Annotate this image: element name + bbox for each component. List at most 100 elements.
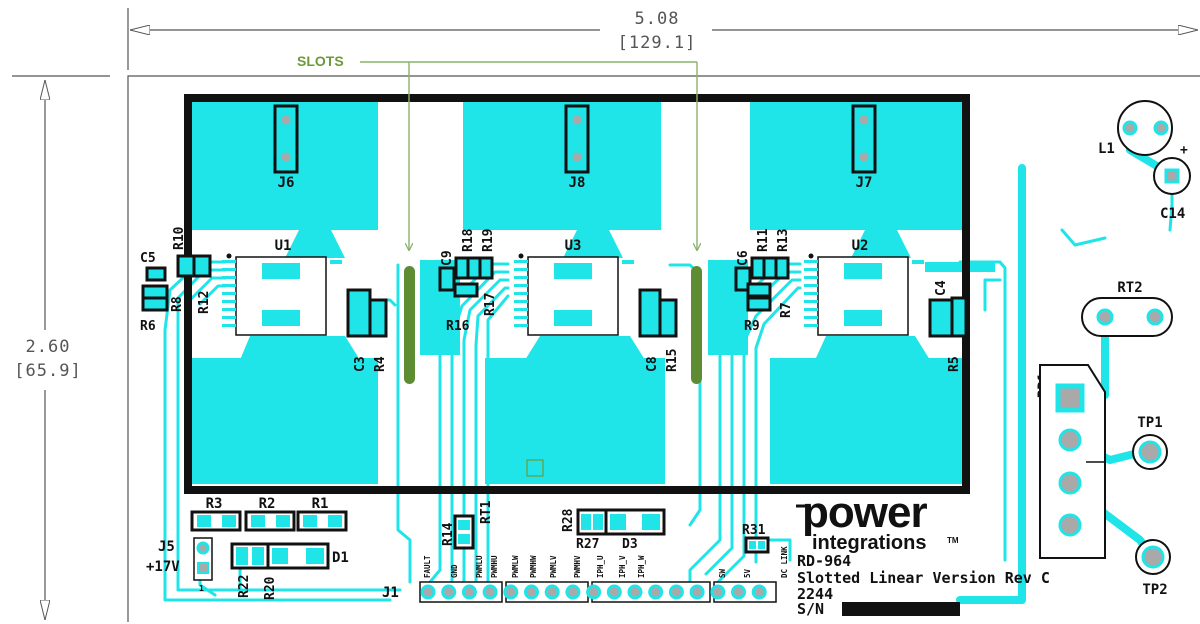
- branding-block: power integrations TM RD-964 Slotted Lin…: [796, 488, 1050, 618]
- svg-text:R13: R13: [776, 229, 791, 252]
- j1-pin-hole: [565, 584, 581, 600]
- slots-label: SLOTS: [297, 53, 344, 69]
- j1-pin-label: IPH_U: [596, 555, 605, 578]
- j1-pin-label: PWMHV: [573, 555, 582, 578]
- jumper-j7: J7: [851, 104, 877, 191]
- svg-text:U3: U3: [565, 238, 582, 254]
- svg-text:+17V: +17V: [146, 559, 180, 575]
- ic-u2: U2: [804, 238, 924, 336]
- svg-text:R27: R27: [576, 537, 599, 552]
- inductor-l1: L1: [1098, 100, 1173, 157]
- height-inches: 2.60: [26, 337, 71, 357]
- bottom-middle-parts: R14 RT1 R28 R27 D3 R31: [441, 500, 770, 554]
- j1-pin-hole: [420, 584, 436, 600]
- svg-text:R31: R31: [742, 523, 766, 538]
- width-dimension: 5.08 [129.1]: [127, 8, 1198, 70]
- svg-text:D3: D3: [622, 537, 638, 552]
- j1-pin-hole: [751, 584, 767, 600]
- svg-text:R20: R20: [263, 576, 278, 600]
- j1-pin-label: PWMHU: [490, 555, 499, 578]
- j1-pin-hole: [731, 584, 746, 600]
- svg-text:R11: R11: [756, 228, 771, 252]
- svg-text:L1: L1: [1098, 141, 1115, 157]
- u3-passives: C9 R18 R19 R17 R16 C8 R15: [438, 228, 680, 372]
- bridge-rectifier-br1: BR1: [1036, 364, 1106, 559]
- j1-pin-label: PWMHW: [529, 555, 538, 578]
- svg-text:RT2: RT2: [1117, 280, 1142, 296]
- svg-text:R1: R1: [312, 496, 329, 512]
- j1-pin-hole: [503, 584, 519, 600]
- test-point-tp1: TP1: [1132, 415, 1168, 470]
- svg-text:U2: U2: [852, 238, 869, 254]
- j1-pin-label: DC LINK: [780, 546, 789, 578]
- serial-box: [842, 602, 960, 616]
- j1-pin-label: PWMLW: [511, 555, 520, 578]
- svg-text:R7: R7: [779, 302, 794, 318]
- j1-pin-label: SW: [718, 568, 727, 578]
- svg-text:R9: R9: [744, 319, 760, 334]
- logo-word: power: [802, 488, 927, 537]
- j1-pin-hole: [461, 584, 477, 600]
- board-description: Slotted Linear Version Rev C: [797, 569, 1050, 587]
- j1-pin-hole: [586, 584, 602, 600]
- j1-pin-hole: [648, 584, 664, 600]
- svg-text:J1: J1: [382, 585, 399, 601]
- board-outline: [127, 75, 1200, 622]
- j1-pin-hole: [524, 584, 539, 600]
- svg-text:R14: R14: [441, 522, 456, 546]
- j1-pin-hole: [544, 584, 560, 600]
- j1-pin-label: IPH_W: [637, 555, 646, 578]
- svg-text:TP2: TP2: [1142, 582, 1167, 598]
- thermistor-rt2: RT2: [1081, 280, 1173, 337]
- j1-pin-label: GND: [450, 564, 459, 578]
- svg-text:J5: J5: [158, 539, 175, 555]
- j1-pin-hole: [441, 584, 457, 600]
- logo-sub: integrations: [812, 532, 926, 554]
- copper-pours: [188, 100, 995, 484]
- u1-passives: C5 R10 R12 R8 R6 C3 R4: [140, 226, 388, 372]
- j1-pin-hole: [606, 584, 622, 600]
- svg-text:R8: R8: [170, 296, 185, 312]
- height-mm: [65.9]: [14, 361, 81, 381]
- svg-text:J8: J8: [569, 175, 586, 191]
- svg-text:R10: R10: [172, 226, 187, 250]
- j1-pin-hole: [668, 584, 684, 600]
- j1-pin-hole: [482, 584, 498, 600]
- svg-text:R16: R16: [446, 319, 470, 334]
- svg-text:R12: R12: [197, 291, 212, 314]
- j1-pin-hole: [689, 584, 705, 600]
- logo-tm: TM: [947, 536, 959, 545]
- svg-text:C6: C6: [736, 250, 751, 266]
- svg-text:1: 1: [199, 584, 204, 593]
- svg-text:R19: R19: [481, 229, 496, 252]
- capacitor-c14: + C14: [1153, 143, 1191, 222]
- slots: [404, 266, 702, 384]
- center-via: [526, 459, 544, 477]
- svg-text:R4: R4: [373, 356, 388, 372]
- svg-text:C14: C14: [1160, 206, 1185, 222]
- svg-text:C4: C4: [934, 280, 949, 296]
- svg-text:C8: C8: [645, 356, 660, 372]
- svg-text:R28: R28: [561, 508, 576, 532]
- j1-pin-label: 5V: [743, 568, 752, 578]
- slots-annotation: SLOTS: [297, 53, 697, 250]
- svg-text:U1: U1: [275, 238, 292, 254]
- heatsink-outline: [184, 94, 970, 494]
- slot-left: [404, 266, 415, 384]
- svg-text:R18: R18: [461, 228, 476, 252]
- date-code: 2244: [797, 585, 833, 603]
- slot-right: [691, 266, 702, 384]
- svg-text:C9: C9: [440, 250, 455, 266]
- svg-text:R15: R15: [665, 349, 680, 372]
- bottom-left-parts: R3 R2 R1 J5 +17V 1 D1 R22 R20: [146, 496, 349, 600]
- test-point-tp2: TP2: [1135, 539, 1171, 598]
- jumper-j8: J8: [564, 104, 590, 191]
- ic-u1: U1: [222, 238, 342, 336]
- svg-text:C3: C3: [353, 356, 368, 372]
- width-mm: [129.1]: [618, 33, 697, 53]
- svg-text:D1: D1: [332, 550, 349, 566]
- svg-text:R3: R3: [206, 496, 223, 512]
- svg-text:C5: C5: [140, 251, 156, 266]
